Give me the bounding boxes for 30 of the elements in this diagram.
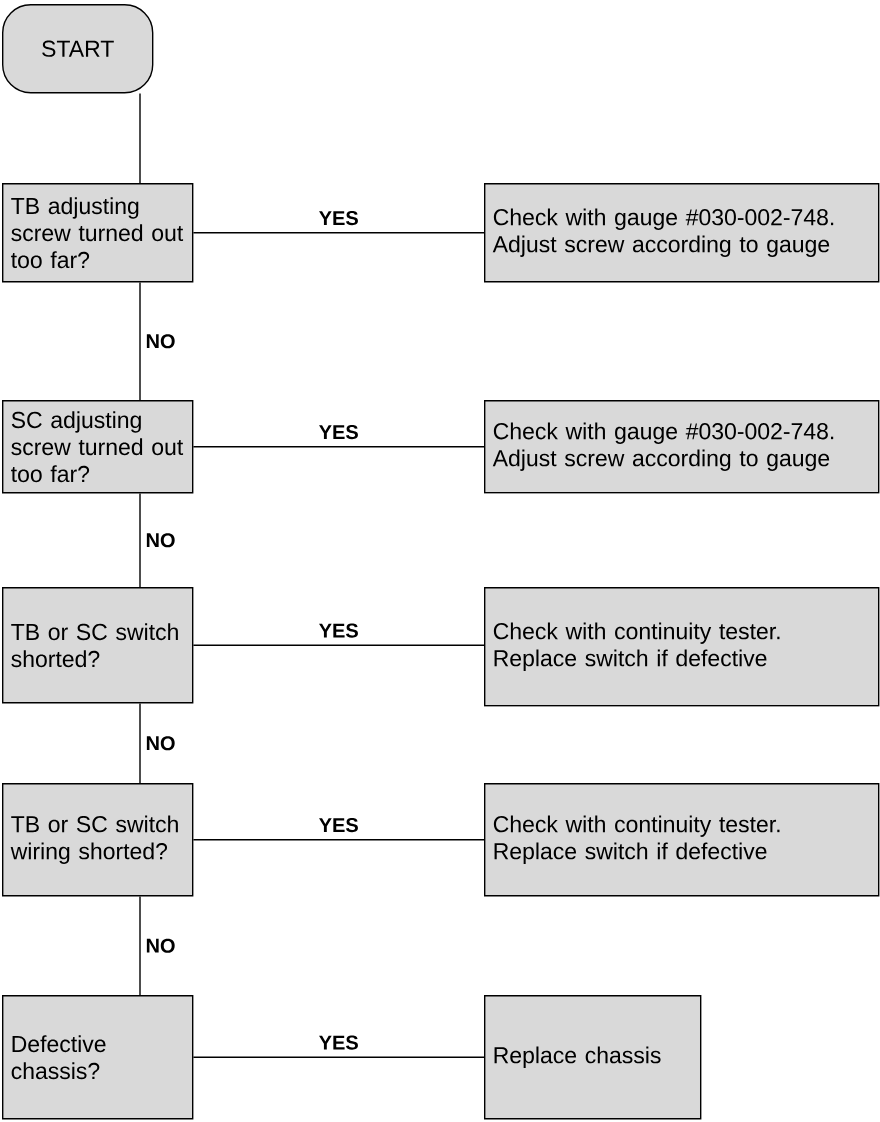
connector-line: [139, 92, 141, 184]
edge-label: YES: [319, 818, 358, 833]
action-box: Check with continuity tester. Replace switch if defective: [484, 587, 880, 707]
action-box: Check with continuity tester. Replace switch if defective: [484, 783, 880, 897]
decision-box: TB or SC switch shorted?: [2, 587, 194, 704]
start-terminal: START: [2, 4, 154, 94]
edge-label: NO: [146, 334, 175, 349]
decision-box: TB or SC switch wiring shorted?: [2, 783, 194, 897]
connector-line: [192, 446, 485, 448]
decision-box: Defective chassis?: [2, 995, 194, 1120]
decision-box: TB adjusting screw turned out too far?: [2, 183, 194, 283]
edge-label: YES: [319, 425, 358, 440]
action-box: Check with gauge #030-002-748. Adjust screw according to gauge: [484, 400, 880, 494]
connector-line: [139, 702, 141, 784]
edge-label: NO: [146, 736, 175, 751]
edge-label: NO: [146, 533, 175, 548]
connector-line: [139, 895, 141, 996]
connector-line: [192, 644, 485, 646]
action-box: Check with gauge #030-002-748. Adjust screw according to gauge: [484, 183, 880, 283]
edge-label: YES: [319, 1035, 358, 1050]
edge-label: YES: [319, 211, 358, 226]
decision-box: SC adjusting screw turned out too far?: [2, 400, 194, 494]
connector-line: [139, 492, 141, 588]
edge-label: YES: [319, 623, 358, 638]
action-box: Replace chassis: [484, 995, 702, 1120]
connector-line: [192, 232, 485, 234]
edge-label: NO: [146, 938, 175, 953]
connector-line: [192, 1056, 485, 1058]
connector-line: [192, 839, 485, 841]
connector-line: [139, 281, 141, 401]
